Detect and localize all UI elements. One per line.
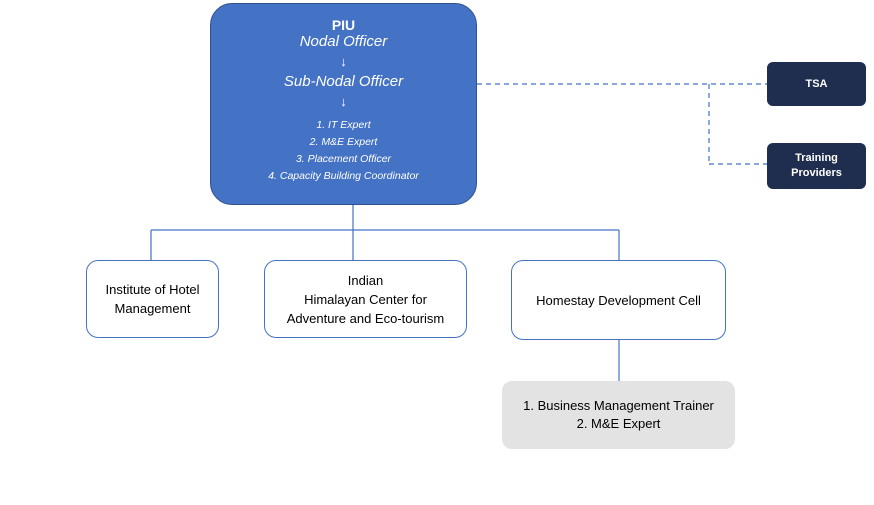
himalayan-center-box: Indian Himalayan Center for Adventure an…	[264, 260, 467, 338]
training-providers-label-line2: Providers	[791, 167, 842, 179]
ihcae-label-line2: Himalayan Center for	[304, 291, 427, 307]
piu-title: PIU	[331, 17, 356, 33]
tsa-box: TSA	[767, 62, 866, 106]
training-providers-label-line1: Training	[795, 152, 838, 164]
expert-item: 4. Capacity Building Coordinator	[268, 170, 419, 182]
piu-expert-list: 1. IT Expert 2. M&E Expert 3. Placement …	[268, 117, 419, 185]
homestay-development-cell-box: Homestay Development Cell	[511, 260, 726, 340]
training-providers-box: Training Providers	[767, 143, 866, 189]
staff-item: 1. Business Management Trainer	[523, 398, 714, 413]
ihm-label-line1: Institute of Hotel	[105, 282, 200, 297]
tsa-label: TSA	[805, 77, 828, 90]
homestay-staff-box: 1. Business Management Trainer 2. M&E Ex…	[502, 381, 735, 449]
ihm-label-line2: Management	[114, 301, 191, 316]
sub-nodal-officer-label: Sub-Nodal Officer	[283, 73, 404, 90]
expert-item: 2. M&E Expert	[309, 136, 378, 148]
expert-item: 3. Placement Officer	[295, 153, 392, 165]
piu-box: PIU Nodal Officer ↓ Sub-Nodal Officer ↓ …	[210, 3, 477, 205]
arrow-down-icon: ↓	[340, 54, 347, 69]
ihcae-label-line1: Indian	[347, 272, 384, 288]
arrow-down-icon: ↓	[340, 94, 347, 109]
staff-item: 2. M&E Expert	[576, 416, 661, 431]
ihcae-label-line3: Adventure and Eco-tourism	[286, 310, 445, 326]
institute-hotel-management-box: Institute of Hotel Management	[86, 260, 219, 338]
nodal-officer-label: Nodal Officer	[299, 33, 388, 50]
hdc-label: Homestay Development Cell	[536, 292, 701, 308]
expert-item: 1. IT Expert	[316, 119, 371, 131]
